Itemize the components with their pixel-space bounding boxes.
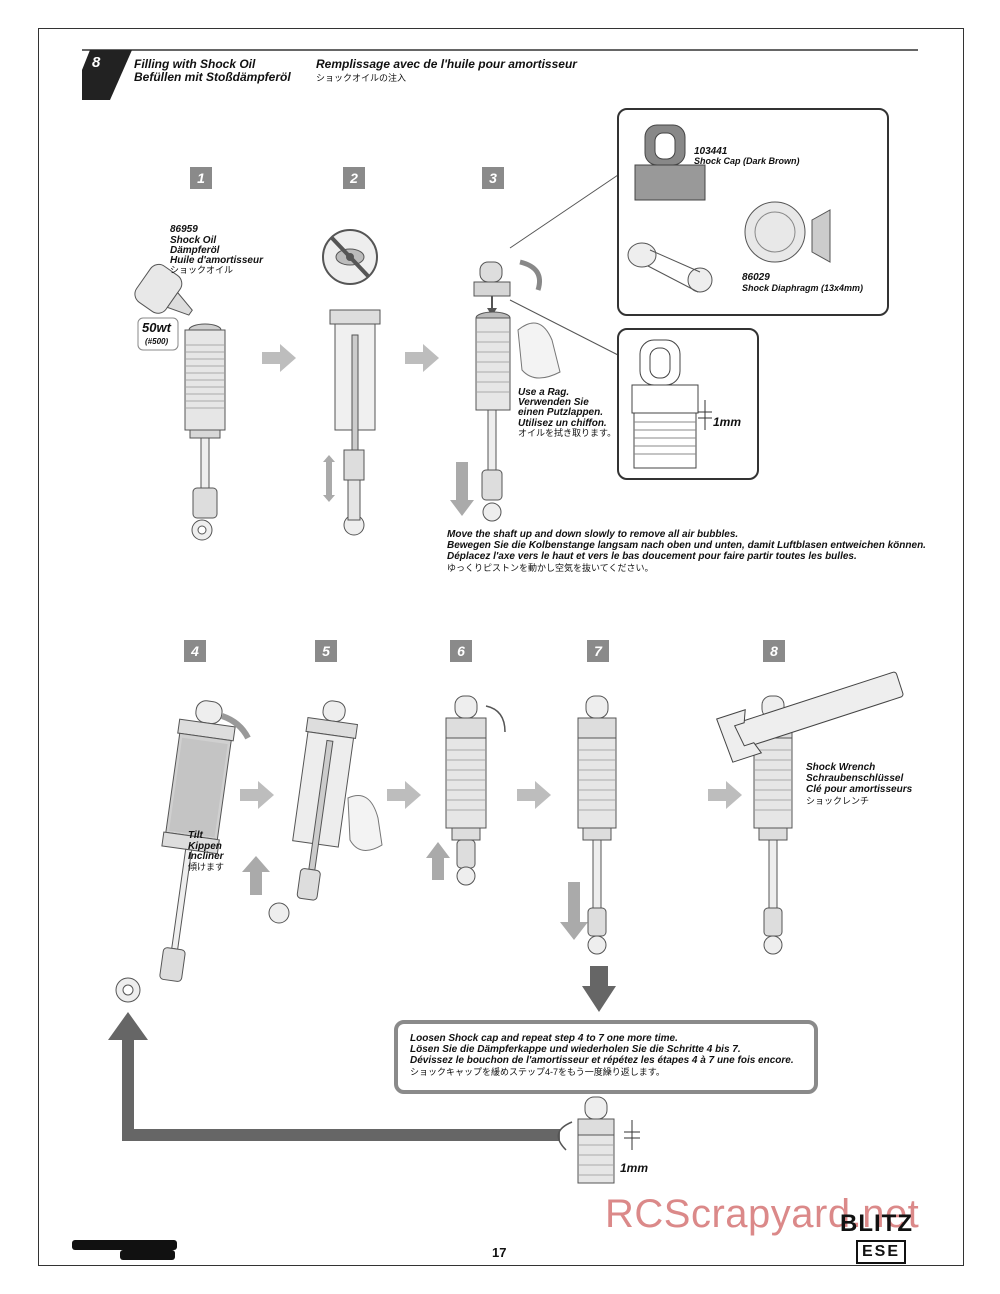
tilt-en: Tilt	[188, 830, 203, 841]
page-frame	[38, 28, 964, 1266]
step-badge-7: 7	[587, 640, 609, 662]
oil-part-number: 86959	[170, 224, 198, 235]
oil-name-de: Dämpferöl	[170, 245, 220, 256]
flow-arrows-bottom	[240, 781, 742, 809]
oil-name-fr: Huile d'amortisseur	[170, 255, 263, 266]
bottom-gap-label: 1mm	[620, 1161, 649, 1175]
repeat-arrow	[108, 1012, 560, 1141]
loosen-de: Lösen Sie die Dämpferkappe und wiederhol…	[410, 1044, 741, 1055]
model-badge: ESE	[856, 1240, 907, 1264]
step-badge-8: 8	[763, 640, 785, 662]
move-shaft-de: Bewegen Sie die Kolbenstange langsam nac…	[447, 540, 926, 551]
step-badge-1: 1	[190, 167, 212, 189]
title-en: Filling with Shock Oil	[134, 57, 256, 71]
repeat-note-box	[394, 1020, 818, 1094]
wrench-en: Shock Wrench	[806, 762, 876, 773]
move-shaft-fr: Déplacez l'axe vers le haut et vers le b…	[447, 551, 857, 562]
rag-de2: einen Putzlappen.	[518, 407, 604, 418]
rag-fr: Utilisez un chiffon.	[518, 418, 607, 429]
section-tab	[82, 50, 132, 100]
step-badge-6: 6	[450, 640, 472, 662]
wrench-jp: ショックレンチ	[806, 796, 870, 806]
page-number: 17	[492, 1245, 507, 1260]
repeat-shock-illustration	[557, 1096, 640, 1184]
tilt-de: Kippen	[188, 841, 222, 852]
step-badge-4: 4	[184, 640, 206, 662]
step7-illustration	[560, 695, 617, 1012]
loosen-fr: Dévissez le bouchon de l'amortisseur et …	[410, 1055, 794, 1066]
step5-illustration	[292, 700, 359, 901]
title-de: Befüllen mit Stoßdämpferöl	[134, 70, 291, 84]
move-shaft-en: Move the shaft up and down slowly to rem…	[447, 529, 739, 540]
oil-grade: 50wt	[142, 320, 171, 335]
gap-detail-callout	[617, 328, 759, 480]
oil-grade-code: (#500)	[145, 337, 169, 346]
section-number: 8	[92, 54, 101, 71]
rag-jp: オイルを拭き取ります。	[518, 428, 617, 438]
rag-en: Use a Rag.	[518, 387, 570, 398]
model-brand: BLITZ	[840, 1210, 913, 1237]
wrench-fr: Clé pour amortisseurs	[806, 784, 913, 795]
cap-part-name: Shock Cap (Dark Brown)	[694, 156, 800, 166]
oil-name-en: Shock Oil	[170, 235, 217, 246]
loosen-jp: ショックキャップを緩めステップ4-7をもう一度繰り返します。	[410, 1067, 665, 1077]
tilt-fr: Incliner	[188, 851, 224, 862]
diaphragm-part-number: 86029	[742, 272, 770, 283]
watermark: RCScrapyard.net	[605, 1192, 920, 1236]
diaphragm-part-name: Shock Diaphragm (13x4mm)	[742, 283, 864, 293]
move-shaft-jp: ゆっくりピストンを動かし空気を抜いてください。	[447, 563, 654, 573]
hpi-logo	[72, 1240, 177, 1260]
step1-illustration	[134, 263, 226, 541]
wrench-de: Schraubenschlüssel	[806, 773, 904, 784]
gap-label: 1mm	[713, 415, 742, 429]
tilt-jp: 傾けます	[188, 862, 225, 872]
title-fr: Remplissage avec de l'huile pour amortis…	[316, 57, 577, 71]
step3-illustration	[450, 174, 619, 522]
cap-part-number: 103441	[694, 146, 728, 157]
step8-illustration	[716, 671, 904, 955]
rag-de: Verwenden Sie	[518, 397, 589, 408]
loosen-en: Loosen Shock cap and repeat step 4 to 7 …	[410, 1033, 678, 1044]
step4-illustration	[159, 700, 236, 982]
step-badge-2: 2	[343, 167, 365, 189]
title-jp: ショックオイルの注入	[316, 73, 407, 83]
oil-name-jp: ショックオイル	[170, 265, 234, 275]
step-badge-5: 5	[315, 640, 337, 662]
flow-arrows-top	[262, 344, 439, 372]
step-badge-3: 3	[482, 167, 504, 189]
step6-illustration	[426, 695, 506, 886]
step2-illustration	[322, 229, 381, 536]
